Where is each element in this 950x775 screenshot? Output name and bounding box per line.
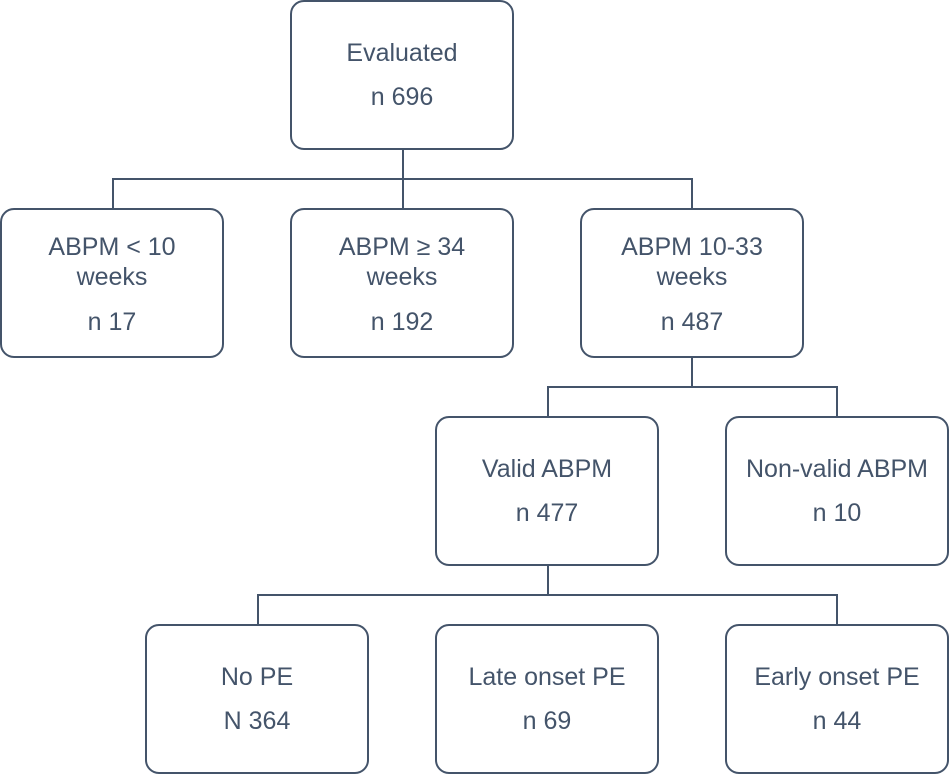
node-non-valid-abpm-label: Non-valid ABPM: [745, 455, 929, 483]
node-non-valid-abpm-count: n 10: [812, 499, 862, 527]
node-abpm-10-33-label-line1: ABPM 10-33: [621, 233, 763, 261]
node-evaluated: Evaluated n 696: [290, 0, 514, 150]
node-abpm-lt-10-count: n 17: [87, 308, 137, 336]
node-non-valid-abpm: Non-valid ABPM n 10: [725, 416, 949, 566]
node-abpm-ge-34-weeks: ABPM ≥ 34 weeks n 192: [290, 208, 514, 358]
node-late-onset-pe-label: Late onset PE: [468, 663, 626, 691]
node-abpm-ge-34-label-line1: ABPM ≥ 34: [338, 233, 466, 261]
node-valid-abpm-label: Valid ABPM: [481, 455, 613, 483]
node-late-onset-pe-count: n 69: [522, 707, 572, 735]
node-early-onset-pe-count: n 44: [812, 707, 862, 735]
node-evaluated-count: n 696: [370, 83, 434, 111]
node-abpm-10-33-count: n 487: [660, 308, 724, 336]
node-abpm-lt-10-label-line1: ABPM < 10: [48, 233, 176, 261]
node-abpm-10-33-label-line2: weeks: [656, 263, 728, 291]
node-evaluated-label: Evaluated: [346, 39, 458, 67]
connector-valid-to-outcomes: [257, 566, 838, 624]
node-abpm-lt-10-weeks: ABPM < 10 weeks n 17: [0, 208, 224, 358]
connector-abpm-10-33-to-validity: [547, 358, 838, 416]
node-no-pe: No PE N 364: [145, 624, 369, 774]
node-no-pe-label: No PE: [220, 663, 294, 691]
connector-evaluated-to-abpm-groups: [112, 150, 693, 208]
node-valid-abpm-count: n 477: [515, 499, 579, 527]
node-abpm-lt-10-label-line2: weeks: [76, 263, 148, 291]
node-late-onset-pe: Late onset PE n 69: [435, 624, 659, 774]
node-abpm-ge-34-count: n 192: [370, 308, 434, 336]
node-abpm-10-33-weeks: ABPM 10-33 weeks n 487: [580, 208, 804, 358]
node-early-onset-pe-label: Early onset PE: [754, 663, 920, 691]
node-abpm-ge-34-label-line2: weeks: [366, 263, 438, 291]
node-no-pe-count: N 364: [223, 707, 291, 735]
node-valid-abpm: Valid ABPM n 477: [435, 416, 659, 566]
node-early-onset-pe: Early onset PE n 44: [725, 624, 949, 774]
